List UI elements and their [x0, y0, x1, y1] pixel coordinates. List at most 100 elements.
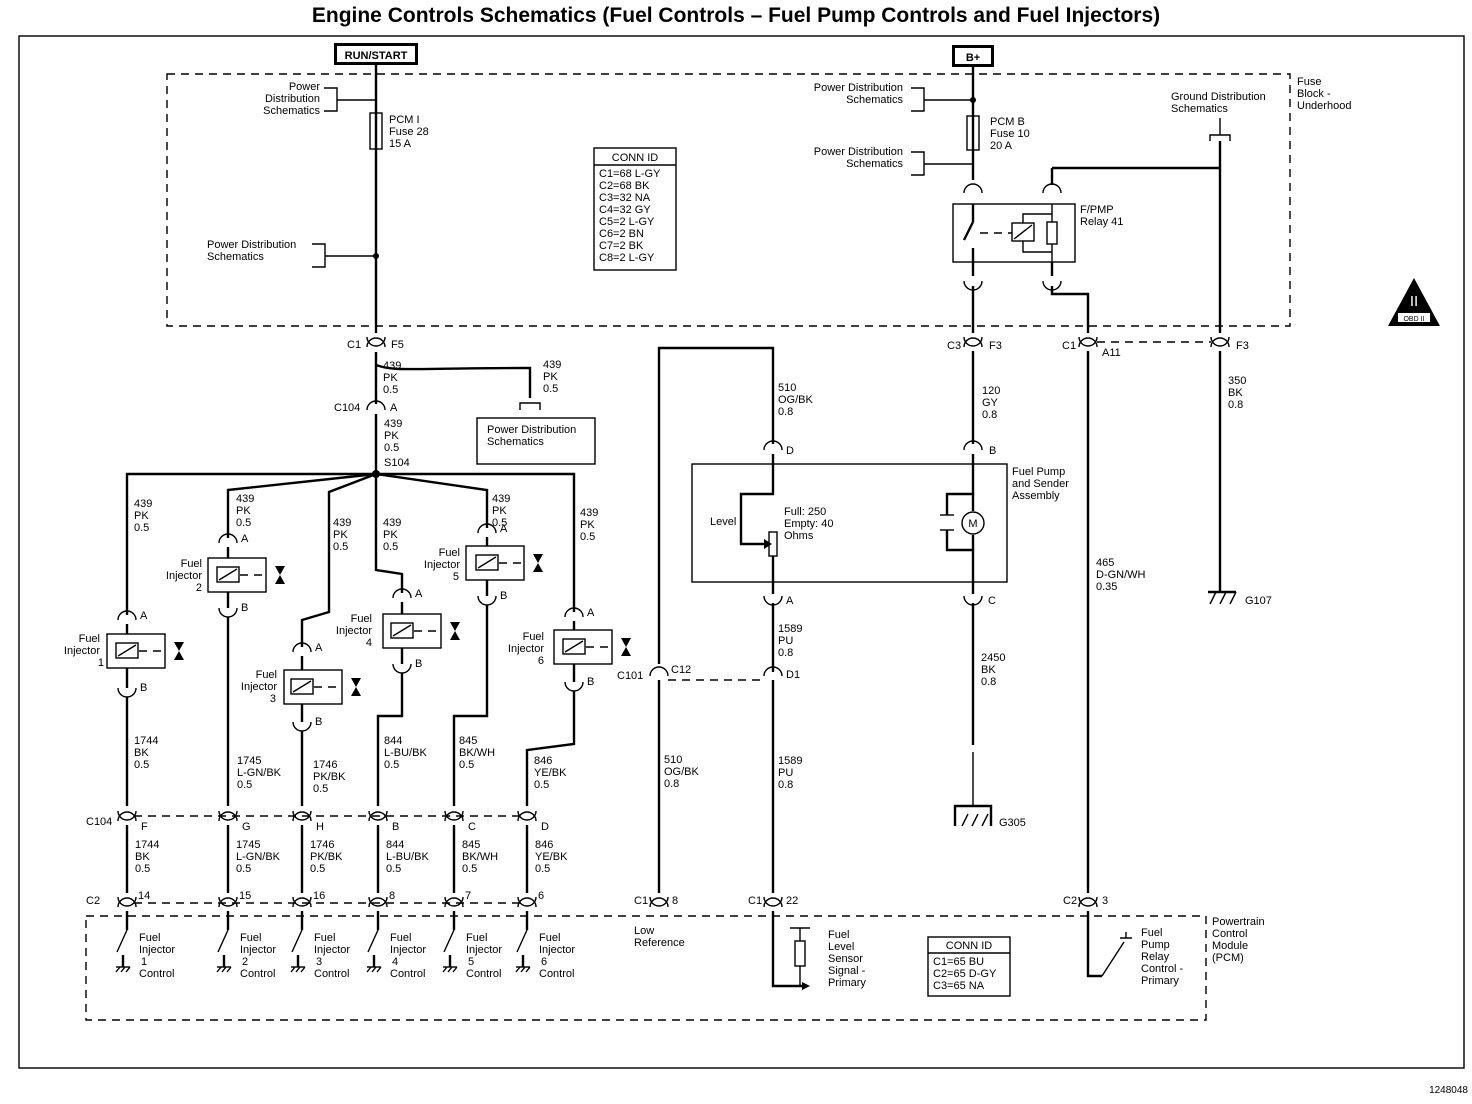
run-start-box: RUN/START — [334, 43, 418, 65]
svg-text:OG/BK: OG/BK — [664, 766, 700, 778]
fuse-pcm-i-label: PCM I Fuse 28 15 A — [389, 114, 429, 150]
svg-text:C2=68 BK: C2=68 BK — [599, 180, 650, 192]
upper-wire-label: 845 — [459, 735, 477, 747]
svg-text:OBD II: OBD II — [1403, 316, 1424, 323]
pin-d-label: D — [786, 445, 794, 457]
pcm-control-label: 1 — [141, 956, 147, 968]
svg-text:BK: BK — [1228, 387, 1243, 399]
injector-name: Fuel — [181, 558, 202, 570]
injector-pin-a: A — [500, 523, 508, 535]
svg-text:120: 120 — [982, 385, 1000, 397]
svg-text:Level: Level — [828, 941, 854, 953]
svg-text:510: 510 — [664, 754, 682, 766]
svg-text:M: M — [968, 518, 977, 530]
injector-name: Injector — [336, 625, 372, 637]
feed-wire-label: 0.5 — [236, 517, 251, 529]
feed-wire-label: PK — [383, 529, 398, 541]
pcm-control-label: Injector — [466, 944, 502, 956]
upper-wire-label: 0.5 — [313, 783, 328, 795]
svg-text:Full: 250: Full: 250 — [784, 506, 826, 518]
pcm-control-label: Fuel — [539, 932, 560, 944]
c1c-label: C1 — [634, 895, 648, 907]
w120-label: 120 GY 0.8 — [982, 385, 1000, 421]
b-plus-box: B+ — [952, 45, 994, 67]
lower-wire-label: 0.5 — [535, 863, 550, 875]
upper-wire-label: YE/BK — [534, 767, 567, 779]
pwr-dist-1-label: Power Distribution Schematics — [263, 81, 320, 117]
c104-pin-label: G — [242, 821, 251, 833]
f5-label: F5 — [391, 339, 404, 351]
injector-pin-a: A — [587, 607, 595, 619]
svg-text:Empty: 40: Empty: 40 — [784, 518, 834, 530]
c104-pin-label: H — [316, 821, 324, 833]
upper-wire-label: BK/WH — [459, 747, 495, 759]
svg-text:C2=65 D-GY: C2=65 D-GY — [933, 968, 997, 980]
c1d-label: C1 — [748, 895, 762, 907]
svg-text:0.8: 0.8 — [664, 778, 679, 790]
pcm-control-label: Injector — [314, 944, 350, 956]
lower-wire-label: 844 — [386, 839, 404, 851]
sender-values: Full: 250 Empty: 40 Ohms — [784, 506, 834, 542]
svg-text:Assembly: Assembly — [1012, 490, 1060, 502]
pcm-control-label: 6 — [541, 956, 547, 968]
conn-id-bottom: CONN ID C1=65 BU C2=65 D-GY C3=65 NA — [927, 936, 1011, 997]
fuel-injector-1: ABFuelInjector1439PK0.51744BK0.5F1744BK0… — [64, 498, 184, 908]
c104-label: C104 — [334, 402, 360, 414]
svg-text:OG/BK: OG/BK — [778, 394, 814, 406]
svg-text:and Sender: and Sender — [1012, 478, 1069, 490]
svg-text:GY: GY — [982, 397, 999, 409]
injector-pin-a: A — [315, 642, 323, 654]
svg-text:PU: PU — [778, 635, 793, 647]
feed-wire-label: 0.5 — [492, 517, 507, 529]
outer-frame — [18, 35, 1465, 1069]
svg-text:PCM I: PCM I — [389, 114, 420, 126]
injector-pin-a: A — [140, 610, 148, 622]
svg-text:BK: BK — [981, 664, 996, 676]
w1589-bot-label: 1589 PU 0.8 — [778, 755, 802, 791]
svg-text:0.8: 0.8 — [1228, 399, 1243, 411]
lower-wire-label: 0.5 — [236, 863, 251, 875]
feed-wire-label: 439 — [383, 517, 401, 529]
fuel-pump-sender-assembly — [691, 463, 1008, 583]
c2b-label: C2 — [1063, 895, 1077, 907]
fuel-injector-2: ABFuelInjector2439PK0.51745L-GN/BK0.5G17… — [166, 493, 285, 908]
svg-text:C1=68 L-GY: C1=68 L-GY — [599, 168, 661, 180]
svg-text:Schematics: Schematics — [846, 94, 903, 106]
injector-name: Injector — [508, 643, 544, 655]
level-label: Level — [710, 516, 736, 528]
pcm-control-label: Control — [539, 968, 574, 980]
svg-text:0.8: 0.8 — [778, 647, 793, 659]
svg-text:Fuse 10: Fuse 10 — [990, 128, 1030, 140]
svg-text:Distribution: Distribution — [265, 93, 320, 105]
b-plus-label: B+ — [966, 52, 980, 64]
svg-text:465: 465 — [1096, 557, 1114, 569]
lower-wire-label: 1744 — [135, 839, 159, 851]
injector-name: Fuel — [256, 669, 277, 681]
svg-text:439: 439 — [384, 418, 402, 430]
svg-text:F/PMP: F/PMP — [1080, 204, 1114, 216]
feed-wire-label: 0.5 — [580, 531, 595, 543]
c2-pin-label: 16 — [313, 890, 325, 902]
svg-text:0.5: 0.5 — [383, 384, 398, 396]
pcm-label: Powertrain Control Module (PCM) — [1212, 916, 1265, 964]
lower-wire-label: 0.5 — [386, 863, 401, 875]
c104b-label: C104 — [86, 816, 112, 828]
fuse-block-boundary — [166, 73, 1291, 327]
pin3-label: 3 — [1102, 895, 1108, 907]
svg-text:Fuel: Fuel — [828, 929, 849, 941]
pcm-control-label: Control — [240, 968, 275, 980]
figure-number: 1248048 — [1429, 1085, 1468, 1096]
relay-ctrl-label: Fuel Pump Relay Control - Primary — [1141, 927, 1184, 987]
s104-label: S104 — [384, 457, 410, 469]
c2-label: C2 — [86, 895, 100, 907]
pcm-control-label: Fuel — [466, 932, 487, 944]
lower-wire-label: 1746 — [310, 839, 334, 851]
c12-label: C12 — [671, 664, 691, 676]
feed-wire-label: 439 — [236, 493, 254, 505]
low-ref-label: Low Reference — [634, 925, 685, 949]
fuse-block-label: Fuse Block - Underhood — [1297, 76, 1351, 112]
svg-text:Power: Power — [289, 81, 321, 93]
svg-text:Power Distribution: Power Distribution — [487, 424, 576, 436]
c1b-label: C1 — [1062, 340, 1076, 352]
